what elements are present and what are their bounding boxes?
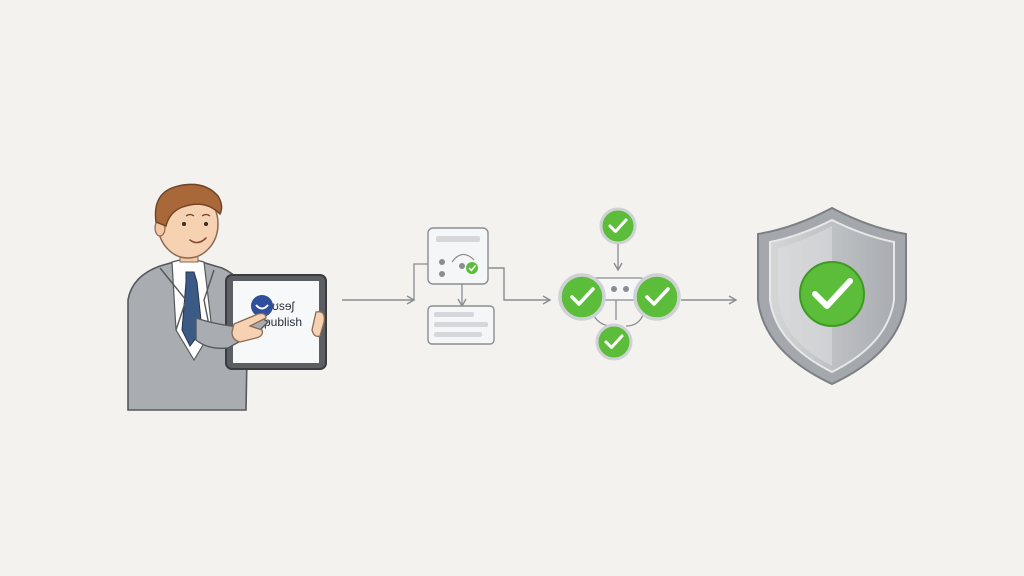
person-with-tablet-illustration: ʊsɘʃ publish xyxy=(127,183,327,411)
check-circle-icon xyxy=(633,273,681,321)
check-circle-icon xyxy=(595,323,633,361)
tablet-text-line1: ʊsɘʃ xyxy=(272,299,295,313)
server-check-icon xyxy=(466,262,478,274)
server-box-icon xyxy=(427,227,489,285)
check-circle-icon xyxy=(558,273,606,321)
tablet-text-line2: publish xyxy=(264,315,302,329)
check-circle-icon xyxy=(599,207,637,245)
document-tray-icon xyxy=(427,305,495,345)
pointing-hand xyxy=(231,312,267,343)
tablet-logo-icon xyxy=(251,295,273,317)
tablet: ʊsɘʃ publish xyxy=(225,274,327,370)
holding-hand xyxy=(311,311,325,338)
processing-stage xyxy=(413,227,552,345)
shield-check-icon xyxy=(757,206,907,386)
hair xyxy=(154,183,223,227)
verification-hub-icon xyxy=(558,207,681,361)
